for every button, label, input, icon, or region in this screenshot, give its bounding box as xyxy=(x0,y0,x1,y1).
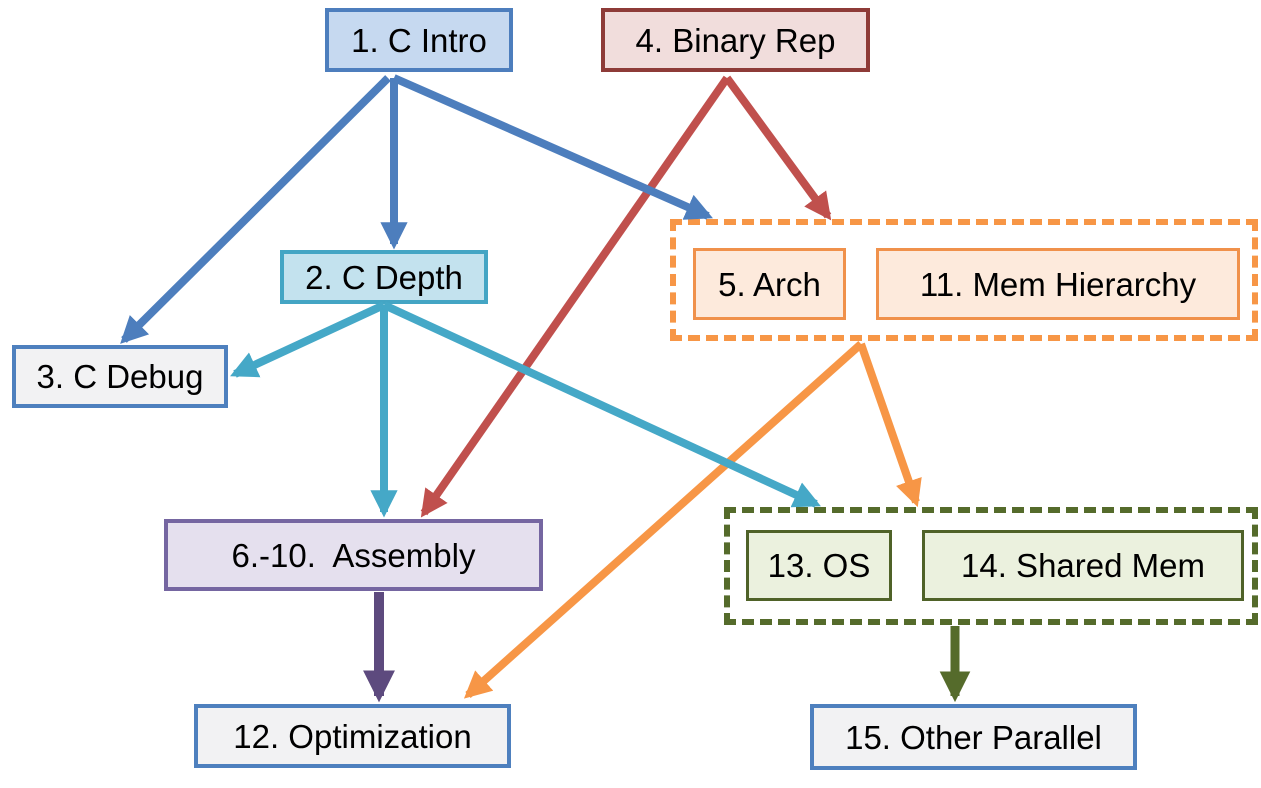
node-c-depth: 2. C Depth xyxy=(280,250,488,304)
node-mem-hierarchy: 11. Mem Hierarchy xyxy=(876,248,1240,320)
edge-c-intro-to-arch-group xyxy=(392,74,713,220)
group-os-shared-mem: 13. OS 14. Shared Mem xyxy=(724,507,1258,625)
node-shared-mem-label: 14. Shared Mem xyxy=(961,547,1205,584)
node-c-intro: 1. C Intro xyxy=(325,8,513,72)
node-assembly-label: 6.-10. Assembly xyxy=(231,536,476,574)
node-shared-mem: 14. Shared Mem xyxy=(922,530,1244,601)
node-binary-rep: 4. Binary Rep xyxy=(601,8,870,72)
node-os-label: 13. OS xyxy=(767,547,871,584)
edge-binary-rep-to-arch-group xyxy=(723,75,832,221)
node-arch-label: 5. Arch xyxy=(718,265,821,303)
node-other-parallel: 15. Other Parallel xyxy=(810,704,1137,770)
node-mem-hierarchy-label: 11. Mem Hierarchy xyxy=(919,265,1197,303)
edge-arch-group-to-parallel-group xyxy=(857,342,922,508)
node-optimization: 12. Optimization xyxy=(194,704,511,768)
node-other-parallel-label: 15. Other Parallel xyxy=(845,718,1102,756)
node-c-debug: 3. C Debug xyxy=(12,345,228,408)
node-c-depth-label: 2. C Depth xyxy=(305,258,463,296)
edge-c-depth-to-c-debug xyxy=(230,301,386,378)
node-os: 13. OS xyxy=(746,530,892,601)
node-c-intro-label: 1. C Intro xyxy=(351,21,487,59)
group-arch-mem-hierarchy: 5. Arch 11. Mem Hierarchy xyxy=(670,219,1258,341)
node-c-debug-label: 3. C Debug xyxy=(36,358,204,395)
node-assembly: 6.-10. Assembly xyxy=(164,519,543,591)
node-binary-rep-label: 4. Binary Rep xyxy=(635,21,836,59)
node-arch: 5. Arch xyxy=(693,248,846,320)
node-optimization-label: 12. Optimization xyxy=(233,717,472,755)
